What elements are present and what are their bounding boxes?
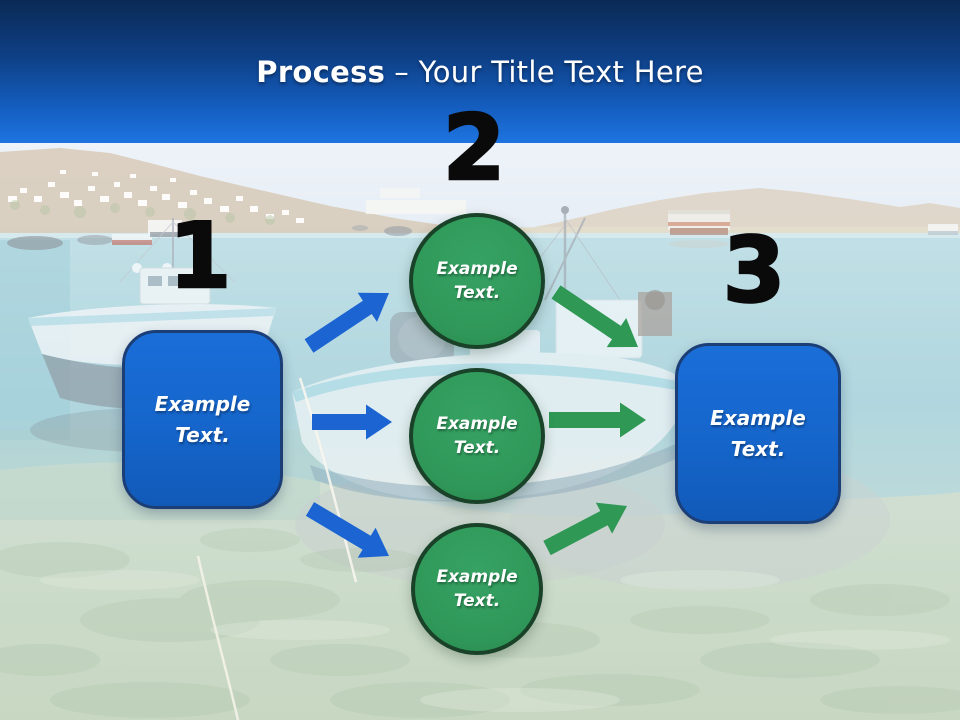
process-circle-middle: Example Text. (409, 368, 545, 504)
label-line-2: Text. (453, 591, 501, 611)
label-line-1: Example (154, 391, 251, 416)
label-line-1: Example (710, 405, 806, 430)
right-process-box: Example Text. (675, 343, 841, 524)
ropes (196, 377, 358, 720)
village (8, 170, 466, 225)
blue-arrow-top (304, 292, 389, 353)
label-line-2: Text. (453, 438, 501, 458)
step-number-1: 1 (167, 204, 232, 309)
blue-arrow-middle (312, 404, 392, 440)
green-arrow-top (551, 285, 638, 348)
step-number-2: 2 (441, 96, 506, 201)
green-arrow-bottom (543, 502, 627, 556)
label-line-2: Text. (175, 422, 230, 447)
label-line-2: Text. (730, 436, 786, 461)
right-box-label: Example Text. (710, 403, 806, 465)
label-line-2: Text. (453, 283, 501, 303)
step-number-3: 3 (721, 218, 786, 323)
slide-title: Process– Your Title Text Here (0, 55, 960, 89)
process-circle-top: Example Text. (409, 213, 545, 349)
title-keyword: Process (256, 55, 386, 89)
label-line-1: Example (436, 259, 518, 279)
left-process-box: Example Text. (122, 330, 283, 509)
circle-top-label: Example Text. (436, 257, 517, 305)
green-arrow-middle (549, 402, 646, 438)
tour-boat (668, 210, 730, 248)
process-circle-bottom: Example Text. (411, 523, 543, 655)
title-banner: Process– Your Title Text Here (0, 0, 960, 143)
label-line-1: Example (436, 567, 518, 587)
circle-bottom-label: Example Text. (436, 565, 517, 613)
small-boats (7, 220, 958, 250)
title-subtitle: – Your Title Text Here (394, 55, 704, 89)
circle-middle-label: Example Text. (436, 412, 517, 460)
blue-arrow-bottom (305, 502, 389, 558)
left-box-label: Example Text. (155, 389, 251, 451)
label-line-1: Example (436, 414, 518, 434)
